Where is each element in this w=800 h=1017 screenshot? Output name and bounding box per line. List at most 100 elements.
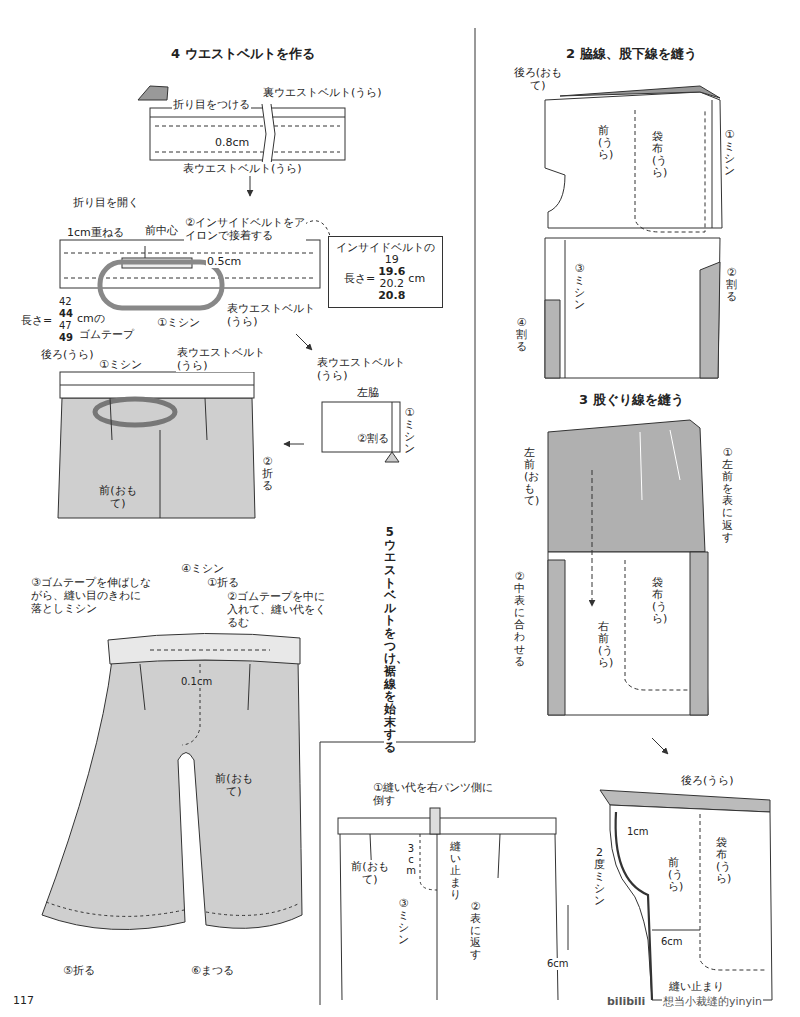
callout-label: 裏ウエストベルト(うら) xyxy=(262,86,383,99)
dimension: 0.8cm xyxy=(214,136,250,149)
waistband-step xyxy=(296,334,312,350)
box-text: 長さ= xyxy=(344,272,375,285)
callout-label: 左脇 xyxy=(356,386,380,399)
crotch-step xyxy=(700,814,765,970)
callout-label: ①ミシン xyxy=(404,406,415,456)
panel-divider xyxy=(320,28,475,1005)
section-heading: 5 ウエストベルトをつけ、裾線を始末する xyxy=(384,525,396,755)
callout-label: ①ミシン xyxy=(98,358,143,371)
waistband-step xyxy=(60,385,254,386)
size-box: インサイドベルトの長さ=1919.620.220.8cm xyxy=(328,236,443,308)
waistband-step xyxy=(95,399,175,425)
finished-pants xyxy=(248,664,250,710)
waistband-step xyxy=(155,126,340,127)
side-seam-step xyxy=(545,92,722,228)
watermark: bilibili xyxy=(606,995,646,1008)
dimension: 1cm xyxy=(626,826,650,838)
waistband-step xyxy=(138,86,168,100)
crotch-step xyxy=(652,930,700,931)
callout-label: ②インサイドベルトをアイロンで接着する xyxy=(184,216,306,242)
size-value: 44 xyxy=(58,308,74,320)
waistband-step xyxy=(263,104,272,164)
waistband-step xyxy=(58,398,255,518)
callout-label: ⑥まつる xyxy=(190,964,235,977)
callout-label: ②ゴムテープを中に入れて、縫い代をくるむ xyxy=(226,590,328,630)
crotch-step xyxy=(616,812,652,1000)
section-heading: 4 ウエストベルトを作る xyxy=(170,46,316,62)
callout-label: cmの xyxy=(76,312,106,325)
waistband-step xyxy=(160,430,161,518)
finished-pants xyxy=(42,633,302,929)
waistband-step xyxy=(60,372,254,398)
box-row: インサイドベルトの xyxy=(336,241,435,254)
front-crotch-step xyxy=(338,808,558,1000)
side-seam-step xyxy=(545,300,560,378)
callout-label: 前(おもて) xyxy=(92,484,144,510)
side-seam-step xyxy=(712,100,713,228)
callout-label: ③ミシン xyxy=(398,897,409,947)
callout-label: 袋布(うら) xyxy=(652,130,663,180)
box-text: 19.6 xyxy=(378,266,405,278)
crotch-step xyxy=(690,552,708,715)
box-text: 19 xyxy=(385,254,399,266)
callout-label: ②割る xyxy=(726,266,737,304)
crotch-step xyxy=(548,420,772,1000)
crotch-step xyxy=(652,738,668,754)
callout-label: ②表に返す xyxy=(470,900,481,962)
callout-label: 前(うら) xyxy=(598,124,609,162)
dimension: 0.5cm xyxy=(206,255,242,268)
waistband-step xyxy=(262,104,275,164)
callout-label: ④割る xyxy=(516,316,527,354)
finished-pants xyxy=(42,660,302,930)
waistband-step xyxy=(385,452,399,462)
callout-label: 前中心 xyxy=(144,224,179,237)
callout-label: 表ウエストベルト(うら) xyxy=(176,346,270,372)
side-seam-step xyxy=(545,238,720,378)
waistband-step xyxy=(284,444,304,445)
front-crotch-step xyxy=(430,808,440,834)
front-crotch-step xyxy=(338,818,556,834)
callout-label: 袋布(うら) xyxy=(716,836,727,886)
crotch-step xyxy=(610,805,772,1000)
callout-label: 袋布(うら) xyxy=(652,576,663,626)
callout-label: 右前(うら) xyxy=(598,620,609,670)
callout-label: ②割る xyxy=(356,432,390,445)
watermark: 想当小裁缝的yinyin xyxy=(662,995,763,1008)
dimension: 3cm xyxy=(406,842,416,877)
waistband-step xyxy=(150,108,345,160)
crotch-step xyxy=(568,905,569,950)
waistband-step xyxy=(322,402,400,452)
callout-label: 表ウエストベルト(うら) xyxy=(316,356,410,382)
box-text: インサイドベルトの xyxy=(336,241,435,254)
size-value: 42 xyxy=(58,296,73,308)
callout-label: ゴムテープ xyxy=(78,328,135,341)
callout-label: ③ゴムテープを伸ばしながら、縫い目のきわに落としミシン xyxy=(30,576,152,616)
crotch-step xyxy=(548,552,708,715)
callout-label: ①折る xyxy=(206,576,240,589)
dimension: 6cm xyxy=(546,958,570,970)
size-value: 49 xyxy=(58,332,74,344)
side-seam-step xyxy=(565,240,566,378)
callout-label: 前(おもて) xyxy=(344,860,396,886)
side-seam-step xyxy=(560,86,720,98)
callout-label: ②折る xyxy=(262,455,273,493)
front-crotch-step xyxy=(498,834,500,878)
box-text: 20.2 xyxy=(380,278,405,290)
finished-pants xyxy=(150,650,270,651)
callout-label: ④ミシン xyxy=(180,562,225,575)
callout-label: 折り目を開く xyxy=(72,196,140,209)
finished-pants xyxy=(206,903,300,915)
side-seam-step xyxy=(700,262,720,378)
dimension: 6cm xyxy=(660,936,684,948)
side-seam-step xyxy=(635,110,705,232)
callout-label: ⑤折る xyxy=(62,964,96,977)
callout-label: ①ミシン xyxy=(156,316,201,329)
callout-label: 後ろ(うら) xyxy=(40,348,95,361)
callout-label: ①左前を表に返す xyxy=(722,446,733,545)
callout-label: 縫い止まり xyxy=(668,980,725,993)
callout-label: ①ミシン xyxy=(724,128,735,178)
crotch-step xyxy=(670,430,680,480)
callout-label: 後ろ(うら) xyxy=(680,774,735,787)
waistband-step xyxy=(150,117,345,118)
